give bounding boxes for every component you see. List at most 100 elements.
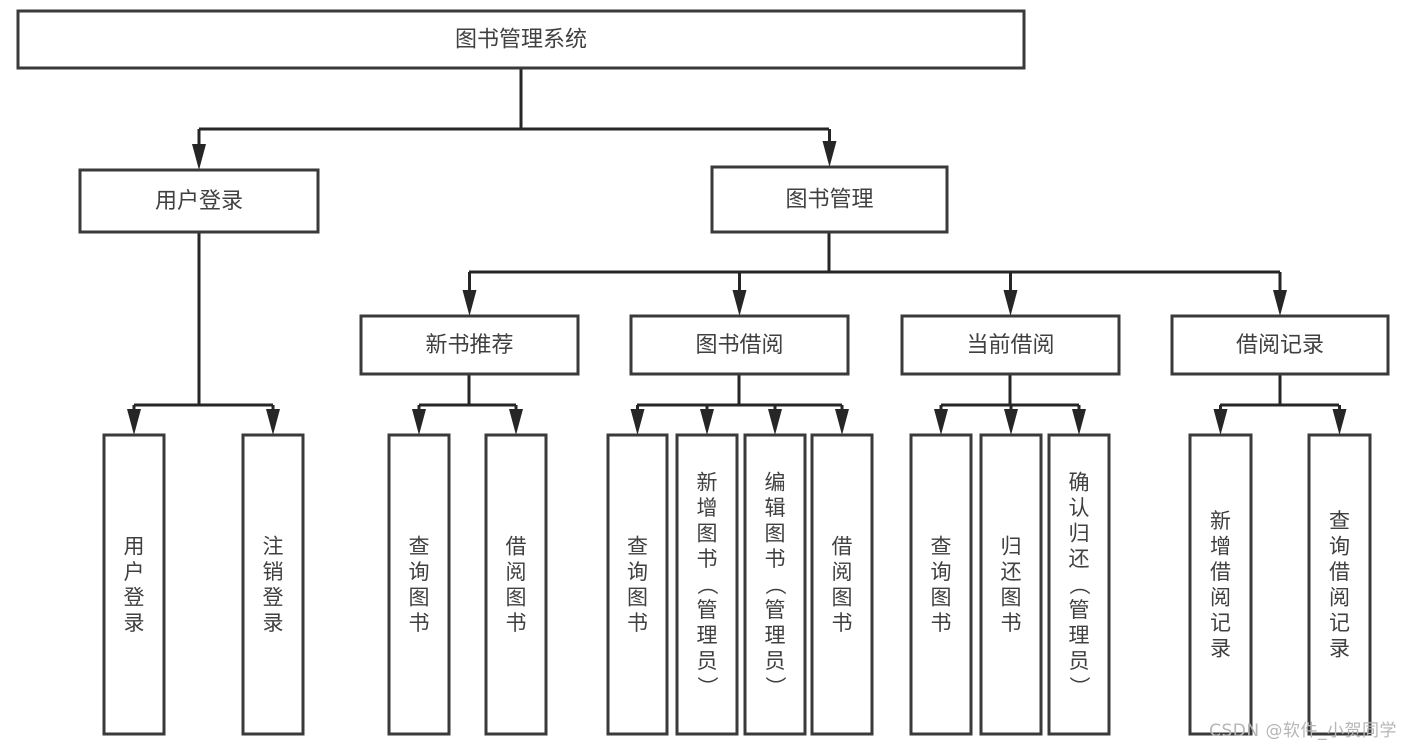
node-box [1307,433,1372,736]
arrow-head-icon [835,409,849,435]
node-l-user-login[interactable]: 用户登录 [102,433,166,736]
node-label-char: （ [695,574,719,595]
node-n-new-book-rec[interactable]: 新书推荐 [359,314,580,376]
node-label-char: （ [1067,574,1091,595]
arrow-head-icon [1004,409,1018,435]
node-n-user-login[interactable]: 用户登录 [78,168,320,234]
node-label-char: 理 [765,624,786,648]
node-label-char: 图 [506,585,527,609]
arrow-head-icon [1072,409,1086,435]
node-label-char: 书 [1001,611,1022,635]
node-label-char: 图 [697,522,718,546]
node-root[interactable]: 图书管理系统 [16,9,1026,70]
node-label-char: 注 [263,534,284,558]
node-label-char: ） [1067,676,1091,697]
node-box [1188,433,1253,736]
node-label-char: 还 [1069,547,1090,571]
node-label-char: 借 [1329,560,1350,584]
node-label-char: 录 [1329,636,1350,660]
node-label-char: 询 [1329,534,1350,558]
node-label-char: ） [763,676,787,697]
node-n-borrow-record[interactable]: 借阅记录 [1170,314,1390,376]
node-box [979,433,1043,736]
node-box [241,433,305,736]
node-label-char: 员 [697,649,718,673]
node-label-char: 管 [765,598,786,622]
node-label-char: 图 [1001,585,1022,609]
node-label-char: 确 [1069,471,1090,495]
node-label-char: 借 [1210,560,1231,584]
node-n-book-borrow[interactable]: 图书借阅 [629,314,850,376]
node-label-char: 理 [697,624,718,648]
arrow-head-icon [1003,290,1018,316]
node-label-char: 图 [765,522,786,546]
node-box [710,165,949,234]
node-label: 图书管理系统 [455,28,587,53]
node-label-char: 书 [931,611,952,635]
node-label-char: 录 [263,611,284,635]
node-box [484,433,548,736]
node-n-book-mgmt[interactable]: 图书管理 [710,165,949,234]
node-label-char: 增 [1210,534,1231,558]
node-label: 图书管理 [785,188,873,213]
arrow-head-icon [509,409,523,435]
node-label-char: 记 [1329,611,1350,635]
node-label-char: 询 [931,560,952,584]
node-label-char: 编 [765,471,786,495]
node-box [743,433,807,736]
arrow-head-icon [1213,409,1228,435]
node-box [675,433,739,736]
node-box [1047,433,1111,736]
node-label-char: 辑 [765,496,786,520]
node-label-char: 员 [1069,649,1090,673]
node-box [1170,314,1390,376]
node-label-char: 图 [409,585,430,609]
node-box [387,433,451,736]
node-label-char: ） [695,676,719,697]
node-label-char: 归 [1001,534,1022,558]
node-box [810,433,874,736]
arrow-head-icon [192,144,206,170]
node-label: 当前借阅 [966,333,1054,358]
node-label-char: 图 [931,585,952,609]
arrow-head-icon [822,141,837,167]
node-box [606,433,669,736]
node-box [909,433,973,736]
node-box [78,168,320,234]
node-label-char: 还 [1001,560,1022,584]
node-box [629,314,850,376]
arrow-head-icon [1273,290,1287,316]
node-label-char: 录 [1210,636,1231,660]
node-label-char: （ [763,574,787,595]
node-n-current-borrow[interactable]: 当前借阅 [900,314,1121,376]
arrow-head-icon [732,290,747,316]
node-label-char: 管 [697,598,718,622]
node-label-char: 查 [1329,509,1350,533]
node-label-char: 阅 [1329,585,1350,609]
node-label: 用户登录 [155,189,243,214]
node-box [900,314,1121,376]
node-label-char: 查 [931,534,952,558]
arrow-head-icon [700,409,714,435]
node-label-char: 新 [697,471,718,495]
node-label-char: 书 [765,547,786,571]
connectors-layer [127,68,1347,435]
arrow-head-icon [266,409,280,435]
node-label-char: 借 [832,534,853,558]
node-label-char: 书 [627,611,648,635]
node-label-char: 新 [1210,509,1231,533]
